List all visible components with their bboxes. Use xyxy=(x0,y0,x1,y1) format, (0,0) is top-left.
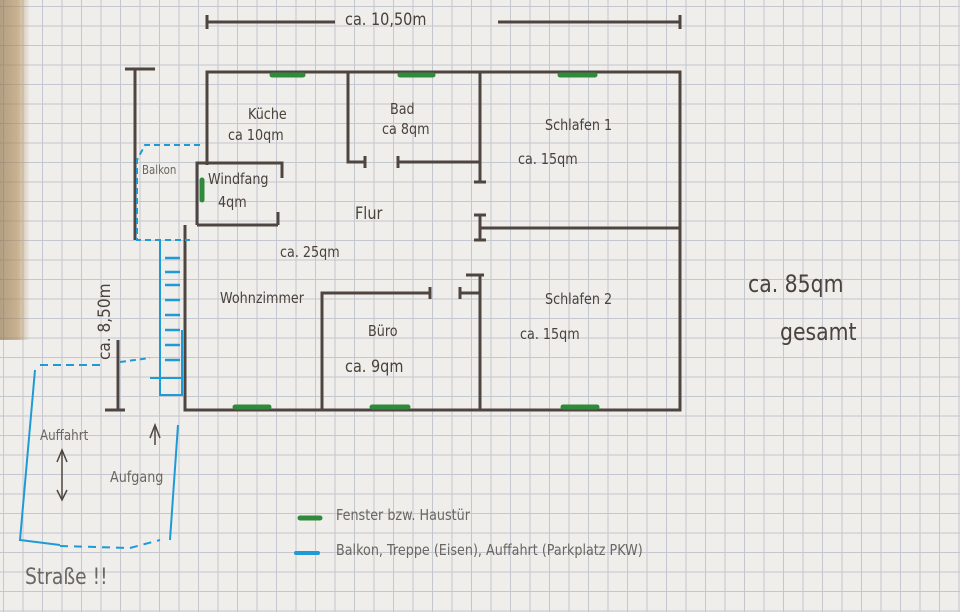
outdoor-areas xyxy=(18,144,200,550)
walls xyxy=(105,15,682,412)
room-name-windfang: Windfang xyxy=(208,170,269,188)
room-name-schlafen1: Schlafen 1 xyxy=(545,116,613,134)
room-area-kueche: ca 10qm xyxy=(228,126,284,144)
auffahrt-label: Auffahrt xyxy=(40,428,89,444)
room-area-bad: ca 8qm xyxy=(382,120,430,138)
room-area-schlafen1: ca. 15qm xyxy=(518,150,578,168)
width-dimension: ca. 10,50m xyxy=(345,10,427,30)
room-name-schlafen2: Schlafen 2 xyxy=(545,290,613,308)
room-name-bad: Bad xyxy=(390,100,415,118)
legend-outdoor-label: Balkon, Treppe (Eisen), Auffahrt (Parkpl… xyxy=(336,541,643,559)
room-area-flur: ca. 25qm xyxy=(280,243,340,261)
room-name-flur: Flur xyxy=(355,204,383,224)
legend-window-label: Fenster bzw. Haustür xyxy=(336,506,470,524)
total-label: gesamt xyxy=(780,318,857,346)
room-name-kueche: Küche xyxy=(248,105,287,123)
height-dimension: ca. 8,50m xyxy=(95,283,115,360)
room-name-buero: Büro xyxy=(368,322,398,340)
table-edge xyxy=(0,0,30,340)
room-area-schlafen2: ca. 15qm xyxy=(520,325,580,343)
room-area-windfang: 4qm xyxy=(218,193,247,211)
windows xyxy=(199,72,600,410)
aufgang-label: Aufgang xyxy=(110,468,164,486)
total-area: ca. 85qm xyxy=(748,270,844,298)
room-name-wohnzimmer: Wohnzimmer xyxy=(220,289,304,307)
room-area-buero: ca. 9qm xyxy=(345,357,404,377)
balkon-label: Balkon xyxy=(142,163,177,177)
arrows xyxy=(56,422,161,502)
strasse-label: Straße !! xyxy=(25,565,108,590)
